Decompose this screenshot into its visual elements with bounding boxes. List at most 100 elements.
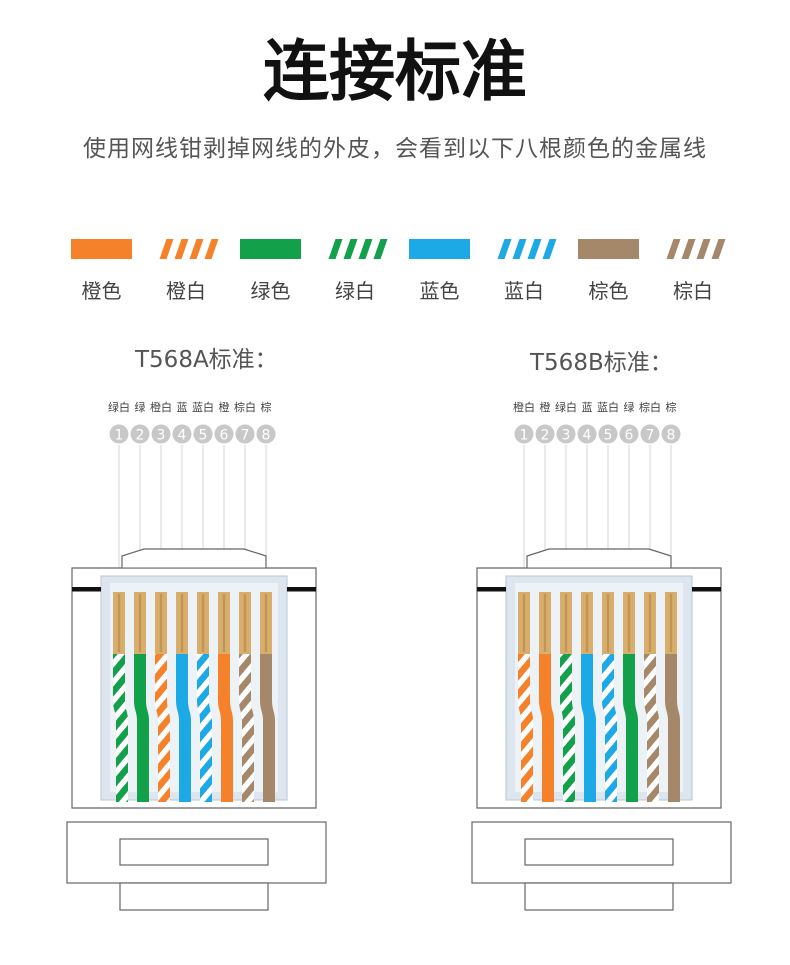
legend-swatch [71, 239, 132, 259]
legend-stripe [159, 239, 174, 259]
gold-contact-line [669, 594, 673, 652]
wire-label: 橙 [219, 400, 230, 414]
pin-number: 6 [625, 428, 634, 444]
connector-right-bar [692, 587, 721, 592]
gold-contact-line [117, 594, 121, 652]
gold-contact-line [264, 594, 268, 652]
wire-insulation [665, 654, 680, 802]
pin-circle [193, 424, 213, 444]
legend-stripe [527, 239, 542, 259]
wire-4 [176, 592, 191, 802]
legend-stripe [174, 239, 189, 259]
legend-stripe [681, 239, 696, 259]
color-legend: 橙色 橙白 绿色 绿白蓝色蓝白棕色 棕白 [71, 239, 726, 303]
legend-stripe [497, 239, 512, 259]
pin-number: 7 [241, 428, 250, 444]
legend-stripe [512, 239, 527, 259]
t568a-title: T568A标准： [135, 347, 278, 373]
wire-insulation [197, 654, 212, 802]
legend-blue: 蓝色 [409, 239, 470, 303]
pin-number: 2 [136, 428, 145, 444]
pin-number: 2 [541, 428, 550, 444]
legend-label: 棕色 [589, 279, 629, 303]
wire-insulation [644, 654, 659, 802]
wire-label-row: 绿白绿橙白蓝蓝白橙棕白棕 [108, 400, 272, 414]
pin-number: 5 [199, 428, 208, 444]
gold-contact-line [606, 594, 610, 652]
pin-circle [661, 424, 681, 444]
legend-stripe [328, 239, 343, 259]
legend-label: 棕白 [673, 279, 713, 303]
wire-label: 橙白 [150, 400, 172, 414]
wire-6 [218, 592, 233, 802]
wire-label: 绿白 [555, 400, 577, 414]
connector-left-bar [477, 587, 506, 592]
gold-contact-line [222, 594, 226, 652]
pin-number: 8 [262, 428, 271, 444]
connector-latch-slot [524, 838, 674, 866]
connector-inner-panel [515, 583, 683, 792]
pin-circle [598, 424, 618, 444]
wire-label: 蓝 [582, 401, 593, 414]
wire-insulation [623, 654, 638, 802]
wire-insulation [134, 654, 149, 802]
wire-insulation [218, 654, 233, 802]
legend-brown: 棕色 [578, 239, 639, 303]
pin-number: 3 [157, 428, 166, 444]
gold-contact-line [585, 594, 589, 652]
pin-circle [109, 424, 129, 444]
gold-contact-line [243, 594, 247, 652]
wire-label-row: 橙白橙绿白蓝蓝白绿棕白棕 [513, 400, 677, 414]
t568b-title: T568B标准： [530, 350, 673, 376]
gold-contact-line [627, 594, 631, 652]
connector-top-cap [526, 548, 672, 568]
wire-insulation [602, 654, 617, 802]
legend-label: 橙白 [166, 279, 206, 303]
legend-stripe [666, 239, 681, 259]
wire-4 [581, 592, 596, 802]
gold-contact-line [180, 594, 184, 652]
wire-label: 蓝白 [192, 400, 214, 414]
pin-circle [214, 424, 234, 444]
legend-blue-white: 蓝白 [497, 239, 557, 303]
legend-stripe [343, 239, 358, 259]
pin-number: 4 [178, 428, 187, 444]
legend-swatch [240, 239, 301, 259]
pin-circle [577, 424, 597, 444]
pin-number: 8 [667, 428, 676, 444]
wire-1 [113, 592, 128, 802]
pin-circle [640, 424, 660, 444]
wire-label: 绿白 [108, 400, 130, 414]
connector-top-cap [121, 548, 267, 568]
pin-number: 3 [562, 428, 571, 444]
pin-number: 1 [115, 428, 124, 444]
wire-label: 蓝白 [597, 400, 619, 414]
legend-stripe [358, 239, 373, 259]
gold-contact-line [522, 594, 526, 652]
gold-contact-line [138, 594, 142, 652]
legend-label: 橙色 [82, 279, 122, 303]
pin-circle [151, 424, 171, 444]
connector-right-bar [287, 587, 316, 592]
wire-insulation [155, 654, 170, 802]
gold-contact-line [543, 594, 547, 652]
wire-label: 橙 [540, 400, 551, 414]
wire-7 [239, 592, 254, 802]
wire-6 [623, 592, 638, 802]
wire-5 [197, 592, 212, 802]
legend-green-white: 绿白 [328, 239, 388, 303]
wire-label: 绿 [135, 400, 146, 414]
legend-label: 绿色 [251, 279, 291, 303]
pin-circle [514, 424, 534, 444]
legend-swatch [409, 239, 470, 259]
pin-number: 6 [220, 428, 229, 444]
pin-number: 1 [520, 428, 529, 444]
wire-2 [539, 592, 554, 802]
wire-2 [134, 592, 149, 802]
connector-inner-panel [110, 583, 278, 792]
wire-insulation [581, 654, 596, 802]
pin-circle [130, 424, 150, 444]
